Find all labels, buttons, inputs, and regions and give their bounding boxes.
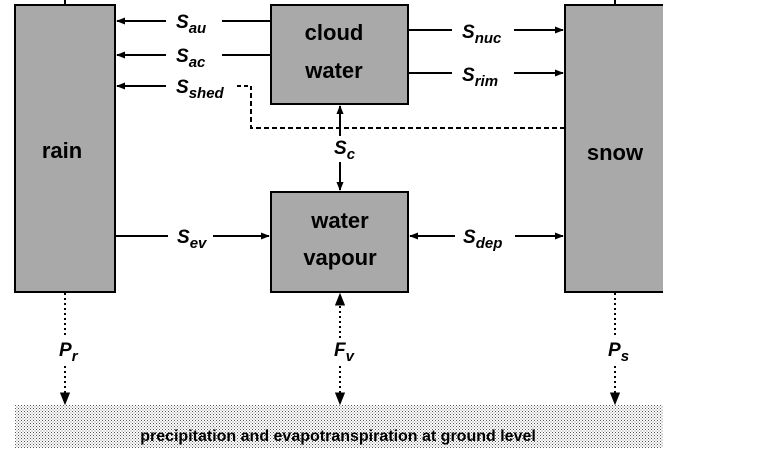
water-vapour-label-line1: water — [310, 208, 369, 233]
snow-box — [564, 4, 676, 293]
cloud-water-label-line2: water — [304, 58, 363, 83]
s-dep-label: Sdep — [463, 227, 502, 252]
shed-dashed-path — [250, 86, 565, 129]
p-s-label: Ps — [608, 340, 629, 365]
s-nuc-label: Snuc — [462, 22, 502, 47]
s-ev-label: Sev — [177, 227, 208, 252]
water-vapour-box — [270, 191, 409, 293]
s-c-label: Sc — [334, 138, 356, 163]
p-r-label: Pr — [59, 340, 79, 365]
rain-box — [14, 4, 116, 293]
s-rim-label: Srim — [462, 65, 498, 90]
snow-label: snow — [587, 140, 644, 165]
s-au-label: Sau — [176, 12, 206, 37]
s-shed-label: Sshed — [176, 77, 225, 102]
s-ac-label: Sac — [176, 46, 206, 71]
ground-band — [15, 405, 663, 448]
cloud-water-label-line1: cloud — [305, 20, 364, 45]
rain-label: rain — [42, 138, 82, 163]
ground-label: precipitation and evapotranspiration at … — [140, 428, 536, 445]
f-v-label: Fv — [334, 340, 356, 365]
cloud-water-box — [270, 4, 409, 105]
water-vapour-label-line2: vapour — [303, 245, 377, 270]
